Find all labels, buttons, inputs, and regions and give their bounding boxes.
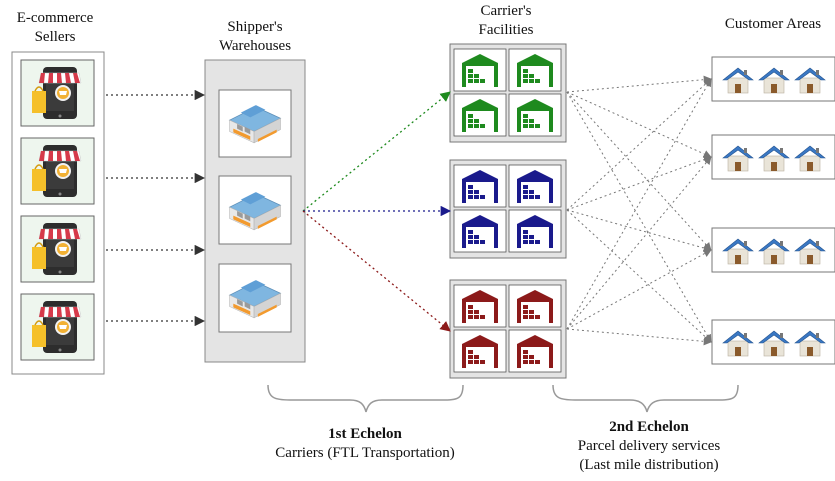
warehouses-header-line1: Shipper's <box>227 19 282 35</box>
second-echelon-desc-1: Parcel delivery services <box>578 438 721 454</box>
customer-area-4 <box>711 319 835 365</box>
sellers-header: E-commerce Sellers <box>17 10 94 45</box>
last-mile-arrow-2-1 <box>566 78 712 211</box>
last-mile-arrow-2-3 <box>566 209 712 252</box>
last-mile-arrow-3-1 <box>566 78 712 330</box>
seller-item-1 <box>20 59 95 127</box>
garage-warehouse-icon <box>453 93 507 137</box>
last-mile-arrow-3-4 <box>566 328 712 346</box>
garage-warehouse-icon <box>453 209 507 253</box>
garage-warehouse-icon <box>453 284 507 328</box>
first-echelon-title: 1st Echelon <box>328 426 402 442</box>
last-mile-arrow-2-4 <box>566 209 712 343</box>
customers-header: Customer Areas <box>725 16 821 32</box>
garage-warehouse-icon <box>453 164 507 208</box>
facilities-header-line1: Carrier's <box>480 3 531 19</box>
customer-area-2 <box>711 134 835 180</box>
garage-warehouse-icon <box>453 329 507 373</box>
garage-warehouse-icon <box>508 93 562 137</box>
first-echelon-brace <box>267 384 464 413</box>
facilities-header-line2: Facilities <box>479 22 534 38</box>
warehouses-header-line2: Warehouses <box>219 38 291 54</box>
second-echelon-label: 2nd Echelon Parcel delivery services (La… <box>578 419 721 473</box>
last-mile-arrow-1-3 <box>566 91 712 251</box>
garage-warehouse-icon <box>508 164 562 208</box>
customers-group <box>711 56 835 365</box>
second-echelon-desc-2: (Last mile distribution) <box>579 457 718 473</box>
warehouses-header: Shipper's Warehouses <box>219 19 291 54</box>
garage-warehouse-icon <box>508 284 562 328</box>
garage-warehouse-icon <box>508 329 562 373</box>
last-mile-arrow-1-2 <box>566 91 712 158</box>
customer-area-1 <box>711 56 835 102</box>
facilities-header: Carrier's Facilities <box>479 3 534 38</box>
seller-item-4 <box>20 293 95 361</box>
sellers-header-line2: Sellers <box>35 29 76 45</box>
second-echelon-brace <box>552 384 739 413</box>
last-mile-arrows <box>566 75 712 346</box>
last-mile-arrow-1-1 <box>566 75 712 93</box>
warehouse-item-2 <box>218 175 292 245</box>
seller-item-2 <box>20 137 95 205</box>
facility-group-red <box>449 279 567 379</box>
facilities-group <box>449 43 567 379</box>
seller-item-3 <box>20 215 95 283</box>
last-mile-arrow-3-3 <box>566 249 712 330</box>
sellers-header-line1: E-commerce <box>17 10 94 26</box>
garage-warehouse-icon <box>508 48 562 92</box>
carrier-arrow-red <box>302 210 451 332</box>
facility-group-blue <box>449 159 567 259</box>
last-mile-arrow-3-2 <box>566 156 712 330</box>
second-echelon-title: 2nd Echelon <box>609 419 689 435</box>
first-echelon-label: 1st Echelon Carriers (FTL Transportation… <box>275 426 454 461</box>
first-echelon-desc: Carriers (FTL Transportation) <box>275 445 454 461</box>
warehouse-item-3 <box>218 263 292 333</box>
warehouse-item-1 <box>218 89 292 158</box>
last-mile-arrow-2-2 <box>566 155 712 211</box>
seller-arrows <box>106 89 206 327</box>
last-mile-arrow-1-4 <box>566 91 712 343</box>
garage-warehouse-icon <box>453 48 507 92</box>
customer-area-3 <box>711 227 835 273</box>
facility-group-green <box>449 43 567 143</box>
carrier-arrow-green <box>302 91 451 212</box>
garage-warehouse-icon <box>508 209 562 253</box>
carrier-arrows <box>302 91 452 332</box>
customers-header-line1: Customer Areas <box>725 16 821 32</box>
